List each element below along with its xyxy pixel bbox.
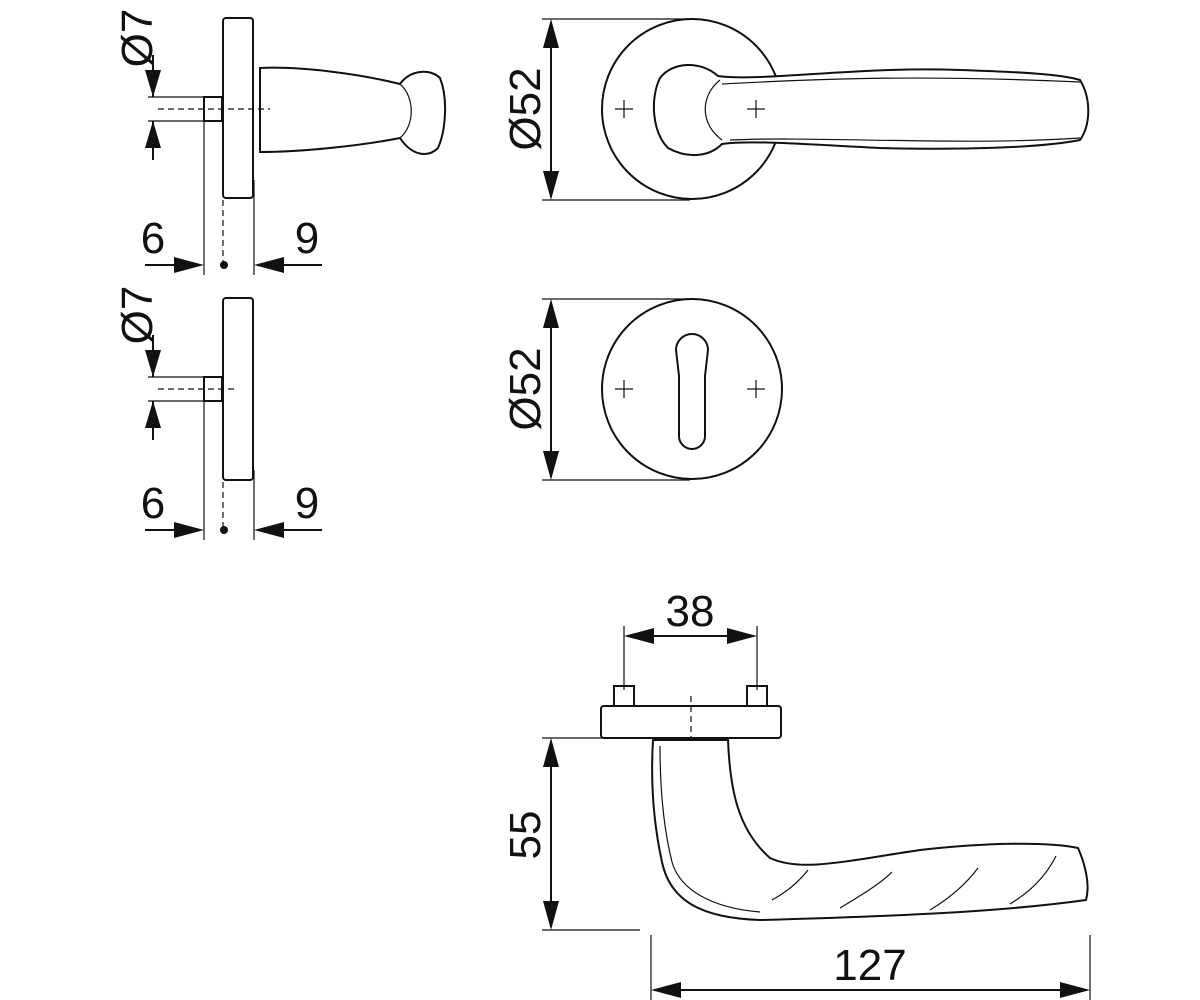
spindle-diameter-label-escutcheon: Ø7 — [113, 286, 162, 345]
dimension-origin-dot-escutcheon — [220, 526, 228, 534]
lever-length-label: 127 — [833, 941, 906, 990]
rose-plate-side — [222, 17, 254, 199]
left-offset-label-escutcheon: 6 — [141, 479, 165, 528]
front-view-rose-lever: Ø52 — [501, 18, 1090, 201]
right-offset-label: 9 — [295, 214, 319, 263]
left-offset-label: 6 — [141, 214, 165, 263]
lever-handle-top — [651, 739, 1089, 922]
top-view-lever: 38 55 127 — [501, 587, 1091, 1000]
front-view-escutcheon: Ø52 — [501, 298, 783, 481]
escutcheon-plate-side — [222, 297, 254, 481]
side-view-rose-lever: Ø7 6 9 — [113, 9, 447, 275]
keyhole-cutout — [674, 333, 710, 450]
escutcheon-diameter-label: Ø52 — [501, 347, 550, 430]
lever-handle-side — [259, 66, 447, 155]
side-view-escutcheon: Ø7 6 9 — [113, 286, 322, 540]
lever-height-label: 55 — [501, 811, 550, 860]
right-offset-label-escutcheon: 9 — [295, 479, 319, 528]
fixing-spacing-label: 38 — [666, 587, 715, 636]
dimension-origin-dot — [220, 261, 228, 269]
lever-handle-front — [652, 63, 1090, 156]
rose-diameter-label: Ø52 — [501, 67, 550, 150]
spindle-diameter-label: Ø7 — [113, 9, 162, 68]
